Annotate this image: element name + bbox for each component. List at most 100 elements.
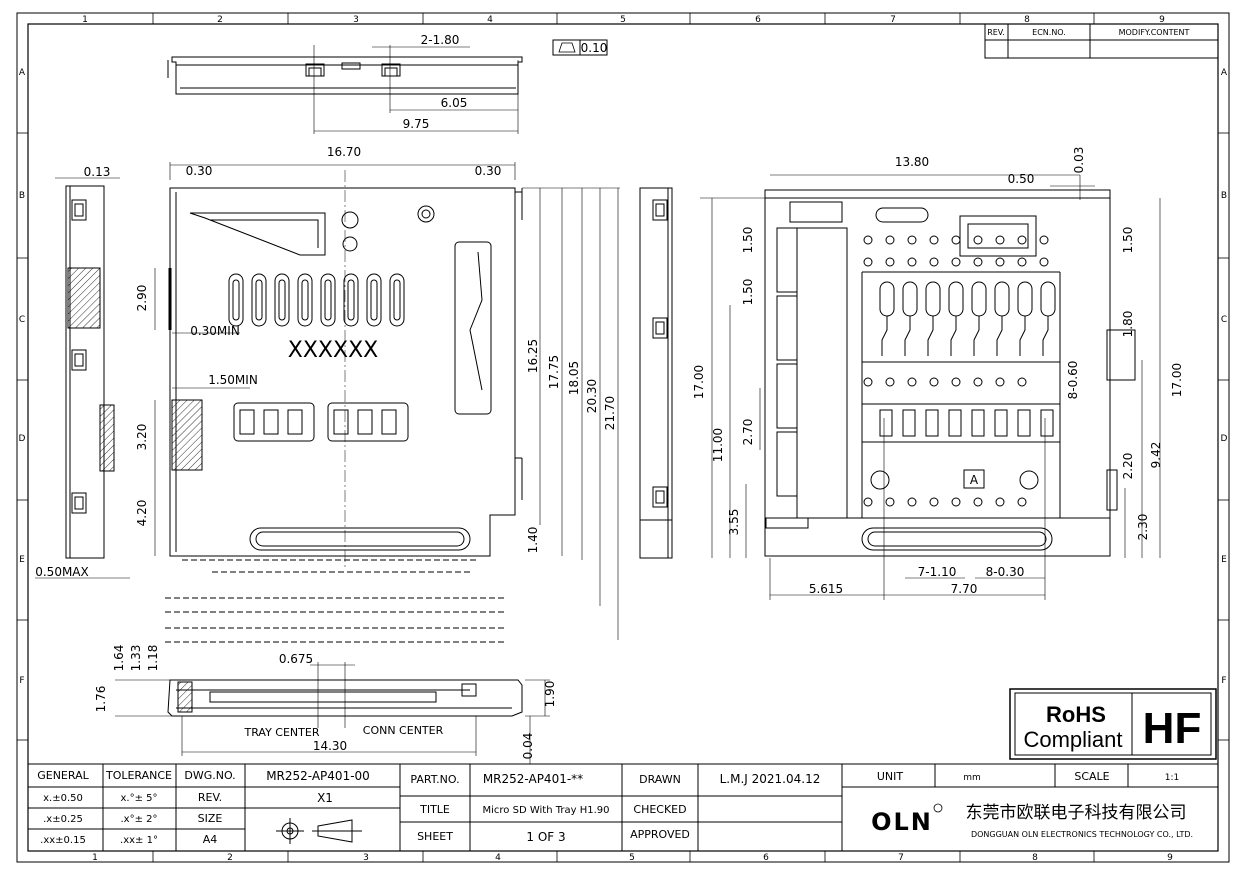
- via-hole: [907, 377, 917, 387]
- zone-row-right-c: C: [1221, 315, 1227, 325]
- zone-col-bot-1: 1: [92, 853, 98, 863]
- pad-slot: [1017, 281, 1033, 317]
- pad-lead: [902, 409, 916, 437]
- outer-border: [16, 12, 1230, 863]
- bottom-view-pads: [863, 235, 1056, 507]
- company-name-en: DONGGUAN OLN ELECTRONICS TECHNOLOGY CO.,…: [971, 830, 1193, 839]
- contact-slot-inner: [347, 279, 355, 321]
- via-hole: [1039, 235, 1049, 245]
- section-view: [115, 662, 550, 764]
- dim-v-18-05: 18.05: [567, 361, 581, 395]
- zone-row-left-d: D: [19, 434, 26, 444]
- contact-slot-inner: [370, 279, 378, 321]
- zone-labels: 1 2 3 4 5 6 7 8 9 1 2 3 4 5 6 7 8 9 A B …: [19, 15, 1228, 863]
- via-hole: [995, 377, 1005, 387]
- section-view-dimensions: 1.64 1.33 1.18 0.675 1.76 1.90 TRAY CENT…: [94, 645, 557, 760]
- dim-b-17-00-left: 17.00: [692, 365, 706, 399]
- dim-s-1-18: 1.18: [146, 645, 160, 672]
- dim-b-11-00: 11.00: [711, 428, 725, 462]
- drawing-symbol: [276, 818, 362, 844]
- compliant-text: Compliant: [1023, 727, 1122, 752]
- dim-b-8-0-30: 8-0.30: [986, 565, 1025, 579]
- contact-window: [357, 409, 373, 435]
- conn-center-label: CONN CENTER: [363, 724, 444, 737]
- registered-mark: [933, 803, 943, 813]
- via-hole: [929, 377, 939, 387]
- zone-col-top-1: 1: [82, 15, 88, 25]
- pad-trace: [973, 316, 980, 356]
- pad-trace: [904, 316, 911, 356]
- dim-v-21-70: 21.70: [603, 396, 617, 430]
- ang-1: x.°± 5°: [120, 793, 157, 804]
- via-hole: [863, 235, 873, 245]
- contact-slot-inner: [232, 279, 240, 321]
- dim-b-0-03: 0.03: [1072, 147, 1086, 174]
- pad-lead: [1017, 409, 1031, 437]
- unit-label: UNIT: [877, 770, 904, 783]
- zone-col-bot-5: 5: [629, 853, 635, 863]
- top-view-dimensions: 2-1.80 0.10 6.05 9.75: [403, 33, 608, 131]
- pad-slot: [994, 281, 1010, 317]
- tol-2: .x±0.25: [43, 814, 83, 825]
- zone-row-right-a: A: [1221, 68, 1228, 78]
- front-view: [154, 162, 620, 643]
- dim-front-16-70: 16.70: [327, 145, 361, 159]
- zone-row-right-e: E: [1221, 555, 1227, 565]
- contact-slot: [228, 273, 244, 327]
- dim-s-1-90: 1.90: [543, 681, 557, 708]
- contact-window: [239, 409, 255, 435]
- via-hole: [1017, 235, 1027, 245]
- dim-b-3-55: 3.55: [727, 509, 741, 536]
- dim-b-7-70: 7.70: [951, 582, 978, 596]
- contact-slot: [251, 273, 267, 327]
- title-value: Micro SD With Tray H1.90: [483, 805, 610, 816]
- pad-slot: [925, 281, 941, 317]
- via-hole: [951, 377, 961, 387]
- zone-row-right-f: F: [1221, 676, 1226, 686]
- dim-v-16-25: 16.25: [526, 339, 540, 373]
- via-hole: [951, 497, 961, 507]
- dim-b-1-50-a: 1.50: [741, 227, 755, 254]
- tray-center-label: TRAY CENTER: [244, 726, 320, 739]
- part-marking: XXXXXX: [288, 338, 378, 363]
- contact-slot-inner: [324, 279, 332, 321]
- contact-slot: [274, 273, 290, 327]
- pad-lead: [948, 409, 962, 437]
- via-hole: [863, 497, 873, 507]
- size-value: A4: [203, 833, 218, 846]
- top-view: [167, 39, 608, 134]
- zone-ticks: [17, 13, 1229, 862]
- checked-label: CHECKED: [633, 803, 686, 816]
- zone-col-bot-2: 2: [227, 853, 233, 863]
- zone-row-left-e: E: [19, 555, 25, 565]
- rev-value: X1: [317, 791, 333, 805]
- dim-front-0-30-left: 0.30: [186, 164, 213, 178]
- front-view-contacts: [228, 273, 405, 435]
- pad-slot: [1040, 281, 1056, 317]
- contact-slot-inner: [393, 279, 401, 321]
- tol-1: x.±0.50: [43, 793, 83, 804]
- unit-value: mm: [963, 773, 981, 783]
- dim-min-1-50: 1.50MIN: [208, 373, 258, 387]
- title-label: TITLE: [419, 803, 450, 816]
- drawn-label: DRAWN: [639, 773, 681, 786]
- dim-s-14-30: 14.30: [313, 739, 347, 753]
- company-logo: OLN: [871, 808, 933, 836]
- dim-b-5-615: 5.615: [809, 582, 843, 596]
- dim-b-1-50-right: 1.50: [1121, 227, 1135, 254]
- via-hole: [907, 235, 917, 245]
- via-hole: [973, 257, 983, 267]
- sheet-value: 1 OF 3: [526, 830, 565, 844]
- pad-lead: [925, 409, 939, 437]
- title-block-grid: [27, 763, 1219, 852]
- zone-row-left-f: F: [19, 676, 24, 686]
- contact-slot-inner: [278, 279, 286, 321]
- pad-slot: [971, 281, 987, 317]
- zone-row-left-a: A: [19, 68, 26, 78]
- dim-b-9-42: 9.42: [1149, 442, 1163, 469]
- dim-b-13-80: 13.80: [895, 155, 929, 169]
- ang-2: .x°± 2°: [120, 814, 157, 825]
- pad-trace: [927, 316, 934, 356]
- pad-trace: [1019, 316, 1026, 356]
- via-hole: [1017, 377, 1027, 387]
